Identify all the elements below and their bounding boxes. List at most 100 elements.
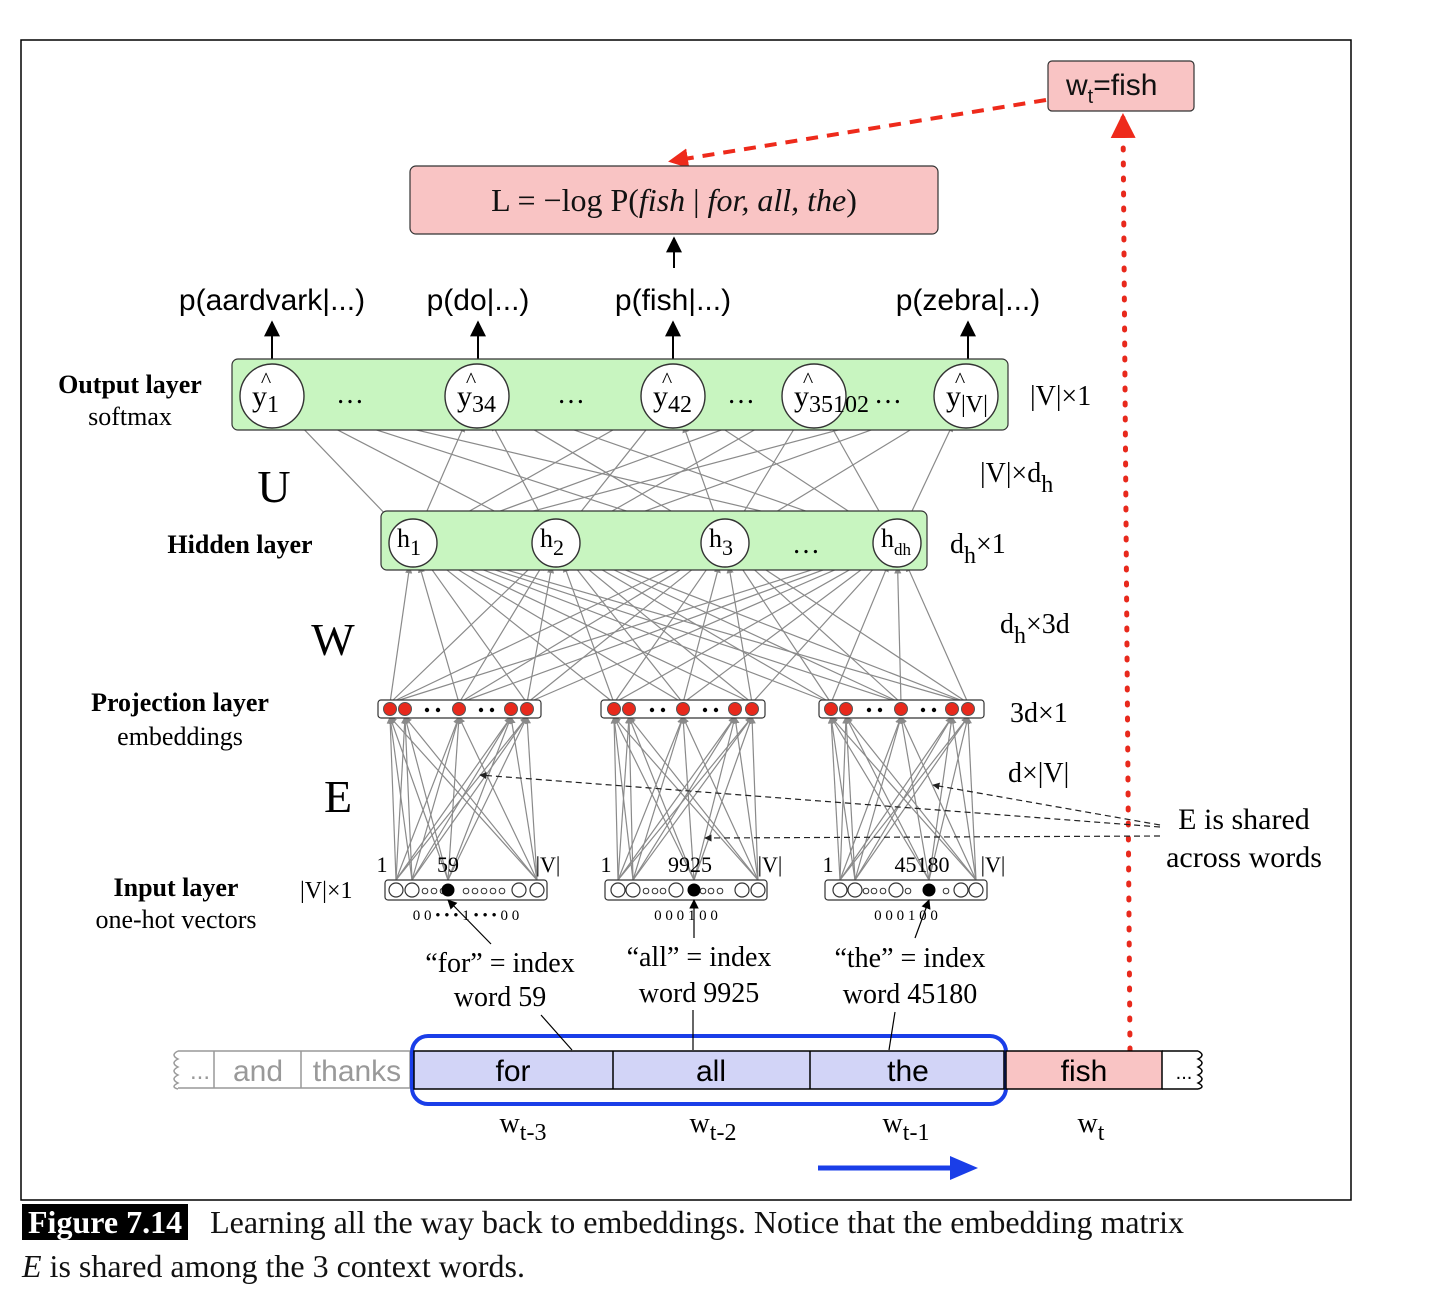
- input-to-projection-edge: [386, 716, 397, 881]
- input-to-projection-edge: [748, 716, 759, 881]
- input-to-projection-edge: [447, 716, 513, 881]
- input-to-projection-edge: [610, 716, 619, 881]
- projection-to-hidden-edge: [435, 547, 969, 704]
- vector-first-index: 1: [377, 852, 388, 877]
- output-ellipsis-2: …: [557, 379, 585, 410]
- input-to-projection-edge: [845, 716, 977, 881]
- projection-to-hidden-edge: [744, 555, 969, 704]
- projection-to-hidden-edge: [426, 561, 528, 704]
- input-index-note: “all” = index: [627, 942, 772, 973]
- input-to-projection-edge: [928, 716, 970, 881]
- one-hot-active-unit: [441, 883, 455, 897]
- input-to-projection-edge: [389, 716, 538, 881]
- hidden-to-output-edge: [682, 425, 718, 521]
- input-to-projection-edge: [411, 716, 512, 881]
- hidden-node-label: hdh: [881, 524, 912, 559]
- input-to-projection-edge: [898, 716, 930, 881]
- input-to-projection-edge: [625, 716, 634, 881]
- output-node-hat: ^: [955, 367, 966, 392]
- projection-embedding: [377, 699, 542, 719]
- W-matrix-label: W: [311, 614, 355, 665]
- input-to-projection-edge: [828, 716, 856, 881]
- input-to-projection-edge: [447, 716, 463, 881]
- output-layer-subtitle: softmax: [88, 402, 172, 431]
- input-to-projection-edge: [632, 716, 753, 881]
- input-to-projection-edge: [613, 716, 759, 881]
- hidden-to-output-edge: [570, 420, 654, 525]
- seq-word-fish: fish: [1061, 1055, 1108, 1088]
- projection-to-hidden-edge: [458, 562, 545, 704]
- projection-to-hidden-edge: [682, 565, 721, 704]
- projection-to-hidden-edge: [434, 552, 753, 704]
- projection-to-hidden-edge: [433, 554, 684, 704]
- one-hot-active-unit: [922, 883, 936, 897]
- figure-number: Figure 7.14: [22, 1204, 189, 1240]
- word-sequence: ... and thanks for all the fish ... wt-3…: [173, 1034, 1203, 1146]
- figure-caption: Figure 7.14 Learning all the way back to …: [22, 1200, 1362, 1288]
- network-connections: [293, 401, 977, 881]
- input-index-note-word: word 9925: [639, 978, 760, 1009]
- hidden-ellipsis: …: [792, 529, 820, 560]
- embedding-unit: [961, 702, 975, 716]
- vector-bit-values: 0 0 0 1 0 0: [874, 908, 938, 924]
- caption-line2: is shared among the 3 context words.: [41, 1248, 525, 1284]
- note-pointer: [914, 899, 931, 939]
- projection-embedding: [600, 699, 766, 719]
- seq-label-wt-2: wt-2: [690, 1108, 737, 1146]
- input-to-projection-edge: [632, 716, 685, 881]
- input-to-projection-edge: [411, 716, 528, 881]
- output-arrows: [264, 320, 976, 363]
- output-node: ^y42: [640, 363, 706, 429]
- projection-to-hidden-edge: [742, 558, 902, 704]
- projection-to-hidden-edge: [576, 554, 832, 704]
- embedding-unit: [452, 702, 466, 716]
- projection-layer-title: Projection layer: [91, 688, 269, 717]
- hidden-node: hdh: [872, 518, 922, 568]
- vector-word-index: 9925: [668, 852, 712, 877]
- projection-to-hidden-edge: [417, 565, 460, 704]
- E-matrix-dim: d×|V|: [1008, 758, 1069, 789]
- embedding-unit: [520, 702, 534, 716]
- caption-line1: Learning all the way back to embeddings.…: [210, 1204, 1184, 1240]
- input-to-projection-edge: [964, 716, 977, 881]
- input-to-projection-edge: [523, 716, 538, 881]
- embedding-unit: [676, 702, 690, 716]
- W-matrix-dim: dh×3d: [1000, 609, 1070, 649]
- seq-label-wt-1: wt-1: [883, 1108, 930, 1146]
- E-shared-note-line1: E is shared: [1178, 803, 1310, 836]
- embedding-unit: [383, 702, 397, 716]
- E-shared-pointer-2: [704, 834, 1161, 842]
- projection-to-hidden-edge: [434, 550, 832, 704]
- vector-bit-values: 0 0 • • • 1 • • • 0 0: [413, 908, 520, 924]
- svg-text:wt=fish: wt=fish: [1065, 69, 1157, 108]
- input-to-projection-edge: [732, 716, 759, 881]
- output-node-label: y|V|: [946, 380, 988, 418]
- output-node: ^y35102: [781, 363, 869, 429]
- input-index-note: “the” = index: [834, 943, 985, 974]
- embedding-unit: [839, 702, 853, 716]
- U-matrix-dim: |V|×dh: [980, 458, 1053, 498]
- seq-word-for: for: [495, 1055, 530, 1088]
- projection-layer-subtitle: embeddings: [117, 722, 243, 751]
- hidden-to-output-edge: [422, 424, 465, 522]
- input-to-projection-edge: [949, 716, 977, 881]
- input-to-projection-edge: [403, 716, 449, 881]
- output-node: ^y1: [239, 363, 305, 429]
- input-to-projection-edge: [387, 716, 413, 881]
- note-pointer: [447, 899, 492, 945]
- projection-to-hidden-edge: [431, 557, 615, 704]
- input-to-projection-edge: [827, 716, 841, 881]
- note-connector-the: [888, 1011, 896, 1051]
- output-prob-aardvark: p(aardvark|...): [179, 284, 365, 317]
- projection-to-hidden-edge: [906, 564, 969, 704]
- figure-frame: [20, 39, 1352, 1201]
- projection-to-hidden-edge: [574, 557, 753, 704]
- hidden-node-label: h1: [397, 524, 421, 560]
- seq-word-all: all: [696, 1055, 726, 1088]
- input-index-note-word: word 45180: [843, 979, 978, 1010]
